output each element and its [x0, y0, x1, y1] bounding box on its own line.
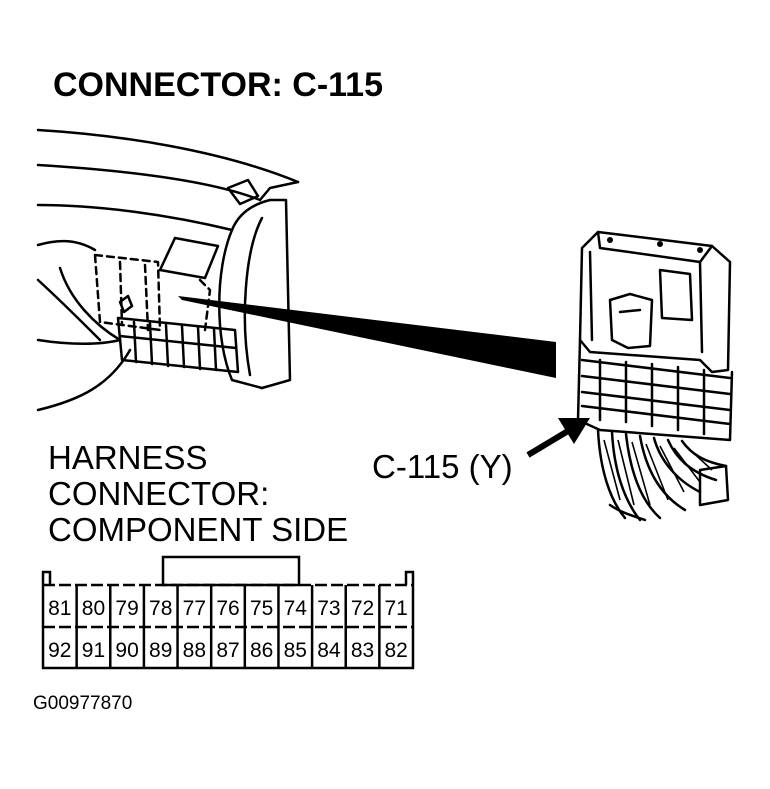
pin-number: 87	[216, 639, 239, 662]
pin-number: 78	[149, 597, 172, 620]
pin-number: 75	[250, 597, 273, 620]
pin-number: 72	[351, 597, 374, 620]
harness-label-line: CONNECTOR:	[48, 475, 270, 512]
diagram-title: CONNECTOR: C-115	[53, 66, 383, 104]
pin-number: 82	[385, 639, 408, 662]
pin-number: 80	[82, 597, 105, 620]
pin-number: 89	[149, 639, 172, 662]
pin-number: 85	[284, 639, 307, 662]
pin-number: 76	[216, 597, 239, 620]
harness-label-line: HARNESS	[48, 439, 208, 476]
pin-number: 84	[317, 639, 341, 662]
figure-id: G00977870	[33, 693, 133, 714]
pin-number: 91	[82, 639, 105, 662]
pin-number: 73	[317, 597, 340, 620]
pin-number: 92	[48, 639, 71, 662]
pin-number: 81	[48, 597, 71, 620]
harness-connector-label: HARNESS CONNECTOR: COMPONENT SIDE	[48, 440, 348, 548]
harness-label-line: COMPONENT SIDE	[48, 511, 349, 548]
pin-number: 86	[250, 639, 273, 662]
pin-number: 83	[351, 639, 374, 662]
pin-number: 88	[183, 639, 206, 662]
connector-callout-label: C-115 (Y)	[372, 448, 513, 485]
pin-number: 90	[115, 639, 138, 662]
pin-number: 77	[183, 597, 206, 620]
pin-number: 74	[284, 597, 308, 620]
pin-number: 79	[115, 597, 138, 620]
pin-number: 71	[385, 597, 408, 620]
